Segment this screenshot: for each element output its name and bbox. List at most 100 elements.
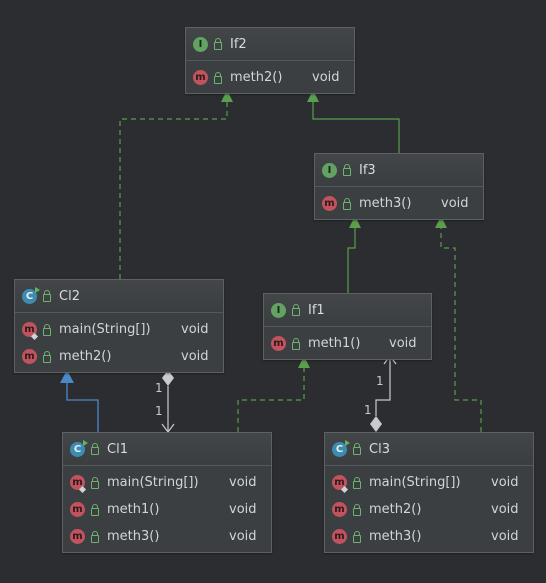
edge-if1-extends-if3 [347, 216, 356, 293]
method-row[interactable]: m meth2() void [186, 64, 354, 91]
method-type: void [229, 502, 257, 517]
node-header: C Cl1 [63, 433, 271, 466]
arrowhead-if1 [298, 356, 310, 368]
method-icon: m [322, 196, 337, 211]
method-type: void [181, 349, 209, 364]
method-type: void [491, 529, 519, 544]
class-node-cl2[interactable]: C Cl2 m main(String[]) void m meth2() vo… [14, 279, 224, 373]
method-type: void [441, 196, 469, 211]
node-title: If2 [230, 36, 247, 52]
public-lock-icon [292, 304, 300, 316]
public-lock-icon [214, 38, 222, 50]
interface-node-if1[interactable]: I If1 m meth1() void [263, 293, 432, 360]
interface-node-if2[interactable]: I If2 m meth2() void [185, 27, 355, 94]
method-row[interactable]: m main(String[]) void [15, 316, 223, 343]
method-name: main(String[]) [107, 475, 199, 490]
edge-cl3-realizes-if3 [440, 216, 482, 432]
method-row[interactable]: m meth1() void [264, 330, 431, 357]
method-name: meth1() [107, 502, 160, 517]
interface-icon: I [322, 162, 337, 178]
method-icon: m [332, 529, 347, 544]
edge-cl1-realizes-if1 [237, 356, 305, 432]
edge-cl1-extends-cl2 [66, 370, 99, 432]
multiplicity-if1-side: 1 [376, 374, 384, 388]
arrowhead-if2-left [221, 90, 233, 102]
method-icon: m [332, 502, 347, 517]
method-name: meth3() [359, 196, 412, 211]
method-row[interactable]: m meth2() void [15, 343, 223, 370]
public-lock-icon [91, 476, 99, 489]
method-name: meth2() [59, 349, 112, 364]
method-row[interactable]: m meth3() void [325, 523, 533, 550]
interface-node-if3[interactable]: I If3 m meth3() void [314, 153, 484, 220]
node-header: C Cl3 [325, 433, 533, 466]
edge-cl3-aggregates-if1 [375, 356, 391, 416]
method-row[interactable]: m main(String[]) void [325, 469, 533, 496]
public-lock-icon [353, 530, 361, 543]
method-icon: m [22, 349, 37, 364]
method-row[interactable]: m meth3() void [315, 190, 483, 217]
method-row[interactable]: m meth3() void [63, 523, 271, 550]
multiplicity-cl1-side: 1 [155, 404, 163, 418]
method-icon: m [271, 336, 286, 351]
public-lock-icon [91, 503, 99, 516]
class-icon: C [70, 439, 88, 457]
public-lock-icon [353, 476, 361, 489]
class-node-cl1[interactable]: C Cl1 m main(String[]) void m meth1() vo… [62, 432, 272, 553]
node-title: Cl2 [59, 288, 80, 304]
arrowhead-if3-left [349, 216, 361, 228]
method-type: void [181, 322, 209, 337]
arrowhead-cl2-generalization [60, 370, 74, 383]
node-title: If1 [308, 302, 325, 318]
node-header: C Cl2 [15, 280, 223, 313]
arrowhead-if3-right [435, 216, 447, 228]
class-node-cl3[interactable]: C Cl3 m main(String[]) void m meth2() vo… [324, 432, 534, 553]
node-title: If3 [359, 162, 376, 178]
method-name: main(String[]) [59, 322, 151, 337]
public-lock-icon [353, 503, 361, 516]
public-lock-icon [214, 71, 222, 84]
static-marker-icon [78, 485, 87, 494]
arrowhead-if2-right [307, 90, 319, 102]
node-header: I If3 [315, 154, 483, 187]
method-type: void [229, 529, 257, 544]
method-type: void [229, 475, 257, 490]
static-marker-icon [340, 485, 349, 494]
method-row[interactable]: m meth1() void [63, 496, 271, 523]
public-lock-icon [292, 337, 300, 350]
method-name: main(String[]) [369, 475, 461, 490]
node-header: I If2 [186, 28, 354, 61]
public-lock-icon [343, 164, 351, 176]
aggregation-diamond-cl3 [370, 416, 382, 432]
public-lock-icon [43, 290, 51, 302]
public-lock-icon [91, 530, 99, 543]
method-name: meth3() [107, 529, 160, 544]
aggregation-diamond-cl2 [162, 370, 174, 386]
public-lock-icon [353, 443, 361, 455]
method-type: void [312, 70, 340, 85]
method-row[interactable]: m main(String[]) void [63, 469, 271, 496]
method-icon: m [193, 70, 208, 85]
method-type: void [491, 475, 519, 490]
public-lock-icon [43, 323, 51, 336]
method-icon: m [70, 529, 85, 544]
class-icon: C [22, 286, 40, 304]
interface-icon: I [271, 302, 286, 318]
node-title: Cl1 [107, 441, 128, 457]
method-row[interactable]: m meth2() void [325, 496, 533, 523]
method-name: meth2() [230, 70, 283, 85]
method-name: meth1() [308, 336, 361, 351]
node-header: I If1 [264, 294, 431, 327]
method-type: void [491, 502, 519, 517]
edge-cl2-realizes-if2 [119, 90, 228, 279]
public-lock-icon [343, 197, 351, 210]
public-lock-icon [43, 350, 51, 363]
interface-icon: I [193, 36, 208, 52]
class-icon: C [332, 439, 350, 457]
node-title: Cl3 [369, 441, 390, 457]
method-name: meth2() [369, 502, 422, 517]
multiplicity-cl3-side: 1 [364, 403, 372, 417]
method-name: meth3() [369, 529, 422, 544]
